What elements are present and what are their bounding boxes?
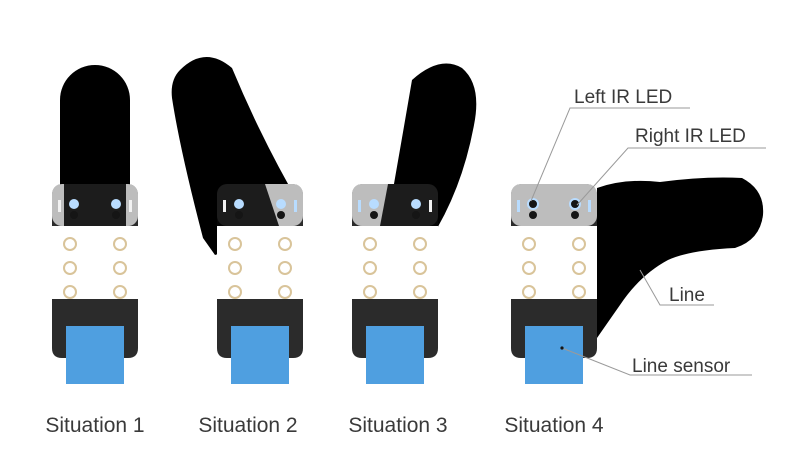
situation-1: Situation 1 (45, 65, 145, 437)
sensor-board (352, 184, 438, 384)
callout-line-sensor: Line sensor (632, 356, 731, 377)
line-strip (60, 65, 130, 215)
situation-label: Situation 3 (348, 414, 447, 437)
callout-left-ir-led: Left IR LED (574, 87, 672, 108)
sensor-board (511, 184, 597, 384)
callout-right-ir-led: Right IR LED (635, 126, 746, 147)
sensor-board (52, 184, 138, 384)
situation-label: Situation 1 (45, 414, 144, 437)
situation-3: Situation 3 (348, 63, 477, 437)
line-strip (597, 177, 764, 338)
situation-2: Situation 2 (171, 56, 303, 437)
situation-label: Situation 4 (504, 414, 604, 437)
callout-point (560, 346, 564, 350)
sensor-board (217, 184, 303, 384)
situation-label: Situation 2 (198, 414, 297, 437)
situation-4: Situation 4 Left IR LED Right IR LED Lin… (504, 87, 766, 437)
callout-leaders (530, 107, 766, 376)
callout-line: Line (669, 285, 705, 306)
